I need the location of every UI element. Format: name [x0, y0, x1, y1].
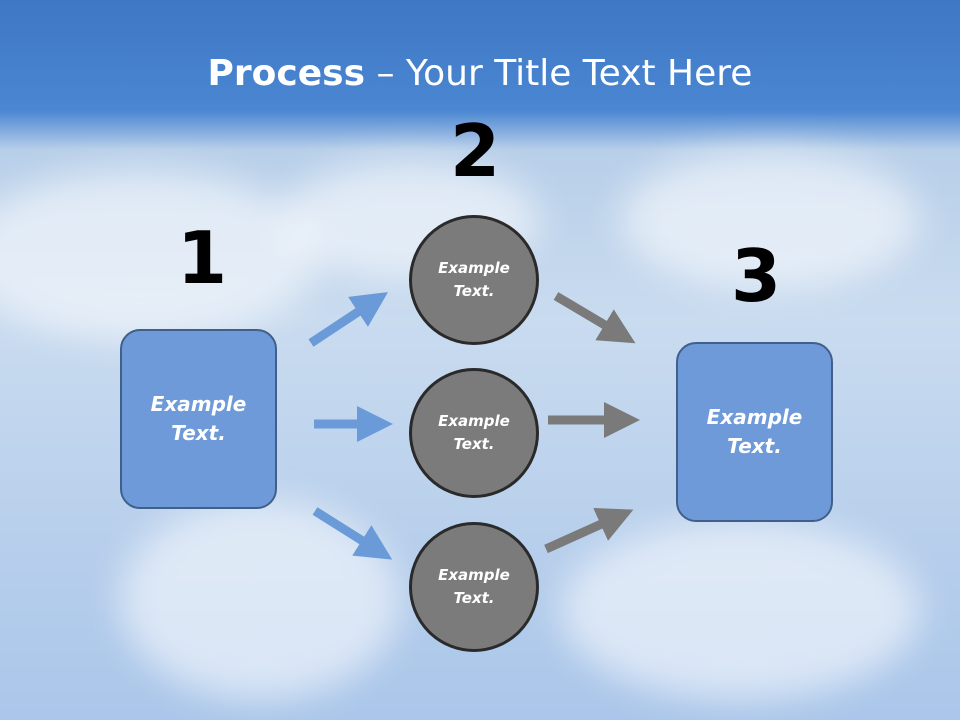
step-1-box[interactable]: Example Text. [120, 329, 277, 509]
arrow-top-to-3 [553, 292, 636, 344]
circle-middle-line1: Example [438, 412, 510, 430]
arrow-bottom-to-3 [544, 507, 634, 554]
background-cloud [560, 520, 920, 700]
circle-top-line1: Example [438, 259, 510, 277]
circle-bottom-text: Example Text. [438, 564, 510, 610]
arrow-1-to-bottom [312, 507, 393, 560]
step-number-2: 2 [450, 109, 501, 193]
background-cloud [0, 170, 320, 340]
step-3-text-line1: Example [706, 405, 803, 429]
circle-middle-text: Example Text. [438, 410, 510, 456]
circle-bottom[interactable]: Example Text. [409, 522, 539, 652]
step-3-box[interactable]: Example Text. [676, 342, 833, 522]
arrow-1-to-top [308, 292, 389, 347]
step-number-1: 1 [177, 216, 228, 300]
circle-top-line2: Text. [453, 282, 495, 300]
background-cloud [620, 150, 920, 290]
circle-middle[interactable]: Example Text. [409, 368, 539, 498]
slide-title: Process – Your Title Text Here [0, 52, 960, 96]
title-rest: – Your Title Text Here [365, 53, 753, 94]
circle-bottom-line1: Example [438, 566, 510, 584]
circle-middle-line2: Text. [453, 435, 495, 453]
step-1-text-line2: Text. [171, 421, 226, 445]
step-number-3: 3 [731, 234, 782, 318]
step-3-text: Example Text. [707, 403, 803, 461]
circle-top-text: Example Text. [438, 257, 510, 303]
step-1-text: Example Text. [151, 390, 247, 448]
step-3-text-line2: Text. [727, 434, 782, 458]
title-bold: Process [207, 53, 366, 94]
circle-top[interactable]: Example Text. [409, 215, 539, 345]
step-1-text-line1: Example [150, 392, 247, 416]
circle-bottom-line2: Text. [453, 589, 495, 607]
